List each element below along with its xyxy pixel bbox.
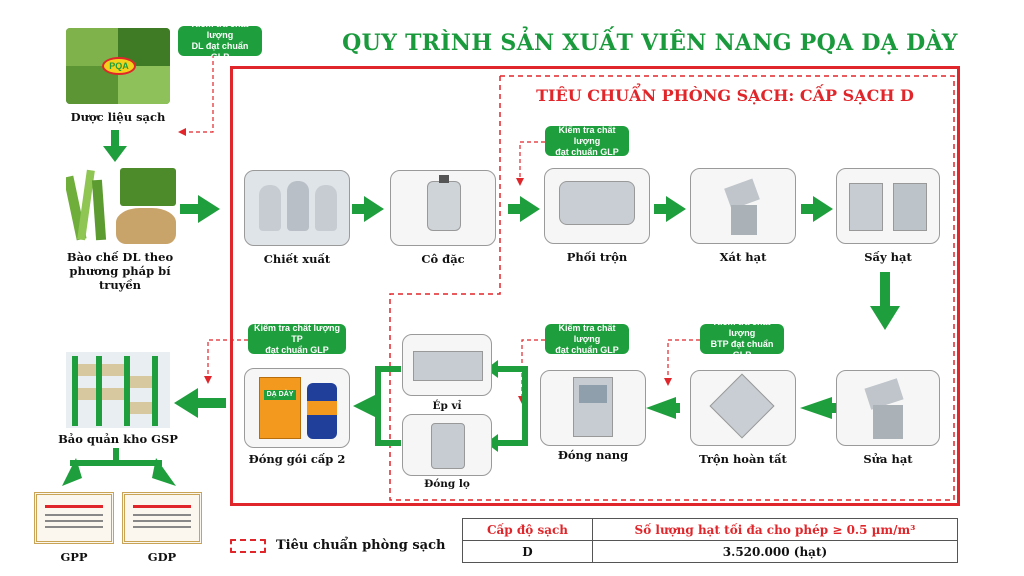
step-bottle-label: Đóng lọ	[424, 478, 470, 490]
step-bottle-box	[402, 414, 492, 476]
gdp-label: GDP	[147, 550, 177, 564]
gpp-label: GPP	[60, 550, 88, 564]
product-bottle	[307, 383, 337, 439]
step-final-mix-box	[690, 370, 796, 446]
gpp-certificate	[34, 492, 114, 544]
qc-pointer-raw	[185, 54, 214, 133]
qc-tp-badge: Kiểm tra chất lượng TP đạt chuẩn GLP	[248, 323, 346, 355]
qc-btp-badge: Kiểm tra chất lượng BTP đạt chuẩn GLP	[700, 317, 784, 360]
qc-pointer-caps	[521, 339, 545, 396]
clean-room-title: TIÊU CHUẨN PHÒNG SẠCH: CẤP SẠCH D	[536, 86, 914, 105]
step-blister-box	[402, 334, 492, 396]
step-prep-label: Bào chế DL theo phương pháp bí truyền	[66, 250, 174, 292]
spec-header-grade: Cấp độ sạch	[462, 518, 593, 541]
step-blister-label: Ép vỉ	[432, 400, 462, 412]
step-mix-label: Phối trộn	[566, 250, 628, 264]
step-storage-label: Bảo quản kho GSP	[58, 432, 178, 446]
step-concentrate-label: Cô đặc	[421, 252, 465, 266]
step-dry-label: Sấy hạt	[864, 250, 912, 264]
clean-room-spec-table: Cấp độ sạch Số lượng hạt tối đa cho phép…	[462, 518, 958, 563]
qc-mix-badge: Kiểm tra chất lượng đạt chuẩn GLP	[545, 125, 629, 157]
step-final-mix-label: Trộn hoàn tất	[699, 452, 787, 466]
qc-raw-badge: Kiểm tra chất lượng DL đạt chuẩn GLP	[178, 19, 262, 62]
warehouse-photo	[66, 352, 170, 428]
spec-limit-value: 3.520.000 (hạt)	[592, 540, 958, 563]
qc-caps-badge: Kiểm tra chất lượng đạt chuẩn GLP	[545, 323, 629, 355]
raw-herbs-photo: PQA	[66, 28, 170, 104]
step-mix-box	[544, 168, 650, 244]
gdp-certificate	[122, 492, 202, 544]
step-dry-box	[836, 168, 940, 244]
factory-boundary	[230, 66, 960, 506]
diagram-title: QUY TRÌNH SẢN XUẤT VIÊN NANG PQA DẠ DÀY	[342, 30, 958, 56]
legend-label: Tiêu chuẩn phòng sạch	[276, 538, 446, 553]
step-concentrate-box	[390, 170, 496, 246]
step-capsule-box	[540, 370, 646, 446]
step-granulate-label: Xát hạt	[719, 250, 767, 264]
flow-arrows	[62, 130, 900, 486]
spec-grade-value: D	[462, 540, 593, 563]
step-capsule-label: Đóng nang	[557, 448, 629, 462]
spec-header-limit: Số lượng hạt tối đa cho phép ≥ 0.5 µm/m³	[592, 518, 958, 541]
herb-prep-photo	[66, 168, 176, 246]
step-extract-box	[244, 170, 350, 246]
step-extract-label: Chiết xuất	[263, 252, 331, 266]
clean-room-outline	[389, 75, 955, 501]
qc-pointer-btp	[667, 339, 700, 378]
step-regrind-label: Sửa hạt	[863, 452, 913, 466]
product-box: DẠ DÀY	[259, 377, 301, 439]
step-regrind-box	[836, 370, 940, 446]
step-pack2-box: DẠ DÀY	[244, 368, 350, 448]
step-pack2-label: Đóng gói cấp 2	[248, 452, 346, 466]
step-raw-label: Dược liệu sạch	[70, 110, 166, 124]
legend-dashed-line	[230, 538, 266, 553]
step-granulate-box	[690, 168, 796, 244]
legend: Tiêu chuẩn phòng sạch	[230, 538, 445, 553]
pqa-logo: PQA	[102, 57, 136, 75]
qc-pointer-tp	[207, 339, 248, 376]
qc-pointer-mix	[519, 141, 545, 178]
